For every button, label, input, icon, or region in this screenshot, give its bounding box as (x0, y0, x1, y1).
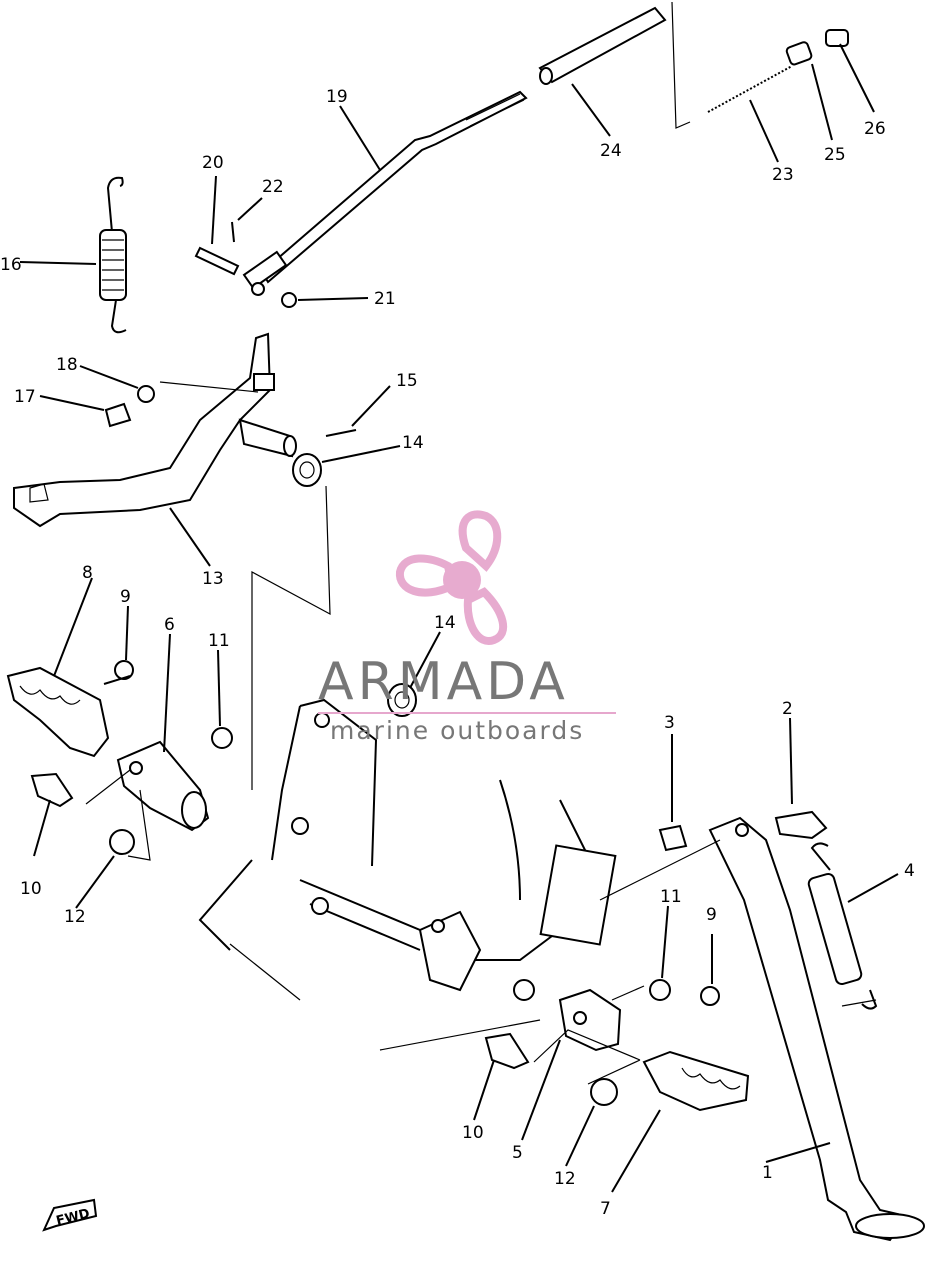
footrest-bracket-6 (116, 740, 210, 832)
callout-6: 6 (164, 615, 175, 635)
guide-pedal (251, 485, 331, 790)
callout-15: 15 (396, 371, 418, 391)
callout-17: 17 (14, 387, 36, 407)
bolt-2 (774, 810, 828, 840)
spring-9-left-hook (103, 675, 131, 685)
footrest-bracket-5 (558, 988, 622, 1052)
brake-rod (242, 90, 528, 296)
fwd-arrow-icon: FWD (42, 1198, 98, 1232)
callout-11-right: 11 (660, 887, 682, 907)
footrest-8 (6, 666, 110, 758)
callout-4: 4 (904, 861, 915, 881)
callout-20: 20 (202, 153, 224, 173)
bolt-10-right (484, 1032, 530, 1070)
spring-16 (99, 176, 127, 334)
guide-18 (159, 381, 259, 393)
callout-10-right: 10 (462, 1123, 484, 1143)
armada-logo-icon (395, 510, 507, 645)
spring-4 (807, 842, 878, 1010)
callout-8: 8 (82, 563, 93, 583)
callout-24: 24 (600, 141, 622, 161)
callout-26: 26 (864, 119, 886, 139)
callout-2: 2 (782, 699, 793, 719)
callout-25: 25 (824, 145, 846, 165)
callout-23: 23 (772, 165, 794, 185)
adjuster-nut-25 (785, 41, 813, 66)
callout-3: 3 (664, 713, 675, 733)
leader-lines (19, 43, 899, 1193)
callout-10-left: 10 (20, 879, 42, 899)
callout-12-left: 12 (64, 907, 86, 927)
pin-20 (194, 246, 240, 276)
nut-11-right (649, 979, 671, 1001)
brake-rod-sleeve (538, 6, 667, 85)
spring-9-left (114, 660, 134, 680)
callout-14-lower: 14 (434, 613, 456, 633)
watermark-divider (318, 712, 616, 714)
bracket-line (671, 1, 691, 129)
watermark-tagline: marine outboards (330, 716, 585, 745)
nut-3 (658, 824, 688, 852)
seal-14-upper (292, 453, 322, 487)
sidestand-1 (708, 816, 925, 1242)
callout-16: 16 (0, 255, 22, 275)
callout-9-left: 9 (120, 587, 131, 607)
nut-12-right (590, 1078, 618, 1106)
washer-21 (281, 292, 297, 308)
callout-14-upper: 14 (402, 433, 424, 453)
callout-labels: 1 2 3 4 5 6 7 8 9 9 10 10 11 11 12 12 13… (0, 87, 915, 1219)
washer-18 (137, 385, 155, 403)
callout-19: 19 (326, 87, 348, 107)
cotter-pin-15 (325, 429, 357, 437)
nut-11-left (211, 727, 233, 749)
spring-9-right (700, 986, 720, 1006)
adjuster-clip-26 (825, 29, 849, 47)
bolt-17 (104, 402, 132, 428)
callout-21: 21 (374, 289, 396, 309)
adjuster-spring-23 (707, 65, 793, 113)
nut-12-left (109, 829, 135, 855)
callout-13: 13 (202, 569, 224, 589)
bolt-10-left (30, 772, 74, 808)
callout-9-right: 9 (706, 905, 717, 925)
callout-11-left: 11 (208, 631, 230, 651)
watermark-brand: ARMADA (318, 652, 569, 712)
callout-18: 18 (56, 355, 78, 375)
callout-5: 5 (512, 1143, 523, 1163)
callout-12-right: 12 (554, 1169, 576, 1189)
frame (198, 698, 617, 1051)
brake-pedal-13 (13, 332, 297, 528)
callout-7: 7 (600, 1199, 611, 1219)
seal-14-lower (387, 683, 417, 717)
callout-1: 1 (762, 1163, 773, 1183)
callout-22: 22 (262, 177, 284, 197)
footrest-7 (642, 1050, 750, 1112)
cotter-pin-22 (231, 221, 235, 243)
